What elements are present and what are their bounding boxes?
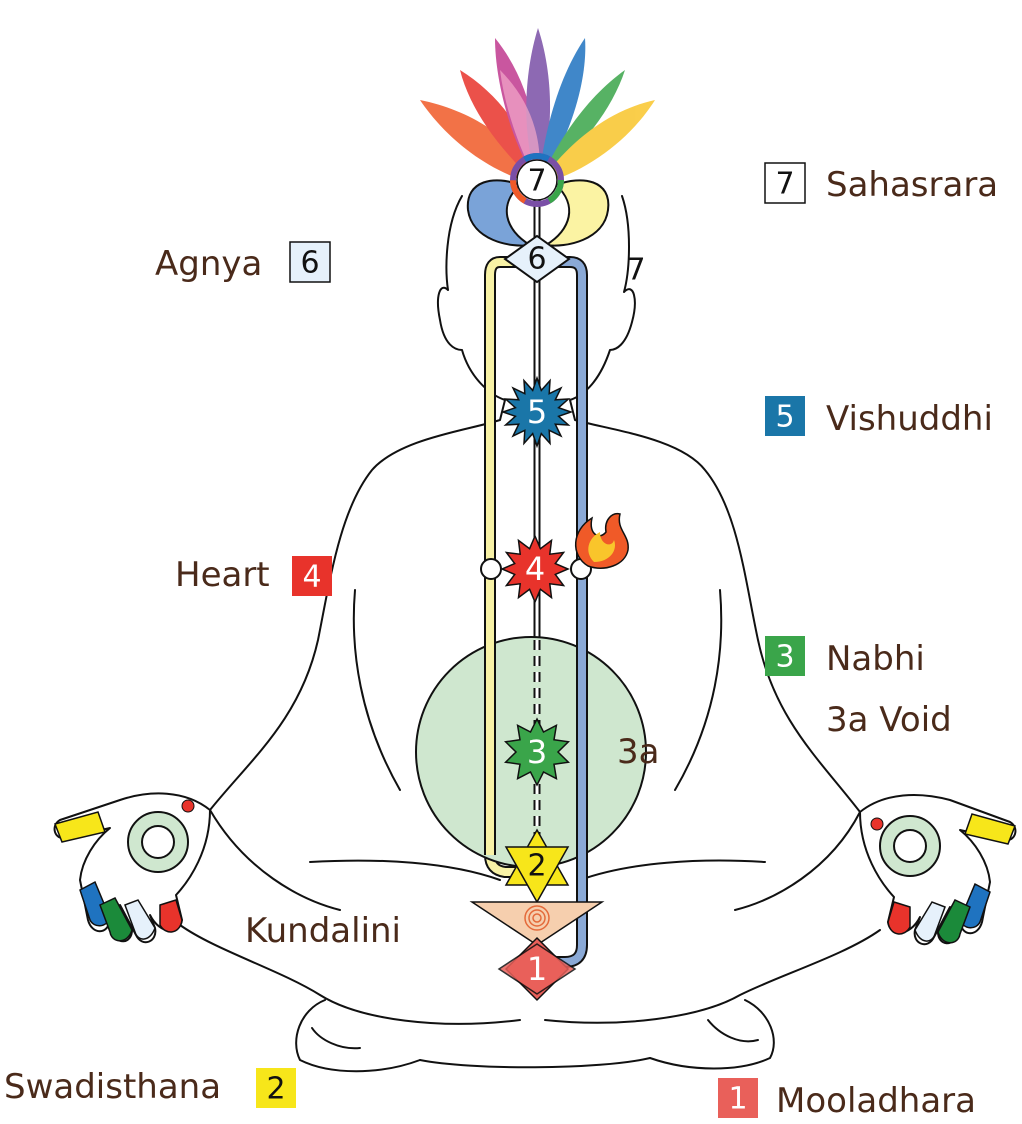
flame-icon [574, 512, 629, 569]
kundalini-triangle [469, 901, 605, 946]
spiral-icon [524, 905, 550, 931]
right-hand-icon [859, 794, 1017, 946]
chakra-3-nabhi: 3 [503, 717, 571, 787]
svg-text:5: 5 [527, 393, 547, 431]
chakra-1-mooladhara: 1 [497, 936, 577, 1002]
label-nabhi: 3 Nabhi [765, 636, 925, 679]
label-agnya: Agnya 6 [155, 241, 331, 284]
chakra-6-agnya: 6 [503, 234, 571, 284]
svg-text:2: 2 [527, 849, 546, 884]
svg-text:Vishuddhi: Vishuddhi [826, 399, 993, 439]
label-heart: Heart 4 [175, 555, 332, 596]
label-swadisthana: Swadisthana 2 [4, 1067, 296, 1108]
svg-text:4: 4 [302, 560, 321, 595]
void-inner-label: 3a [617, 732, 659, 772]
chakra-2-swadisthana: 2 [504, 828, 570, 904]
svg-text:Sahasrara: Sahasrara [826, 165, 998, 205]
svg-text:Nabhi: Nabhi [826, 639, 925, 679]
svg-text:Swadisthana: Swadisthana [4, 1067, 221, 1107]
chakra-4-heart: 4 [480, 534, 592, 604]
left-hand-icon [53, 792, 211, 944]
svg-text:3: 3 [775, 640, 794, 675]
svg-text:6: 6 [527, 242, 546, 277]
chakra-7-sahasrara: 7 [510, 153, 564, 207]
label-vishuddhi: 5 Vishuddhi [765, 396, 993, 439]
svg-text:1: 1 [527, 950, 547, 988]
label-sahasrara: 7 Sahasrara [764, 162, 998, 205]
right-seven-label: 7 [626, 253, 645, 288]
svg-text:2: 2 [266, 1072, 285, 1107]
svg-text:1: 1 [728, 1082, 747, 1117]
svg-text:Agnya: Agnya [155, 244, 262, 284]
label-mooladhara: 1 Mooladhara [718, 1078, 976, 1121]
svg-text:7: 7 [775, 167, 794, 202]
svg-text:7: 7 [527, 164, 546, 199]
label-kundalini: Kundalini [245, 911, 401, 951]
svg-text:6: 6 [300, 246, 319, 281]
svg-text:4: 4 [525, 550, 545, 588]
chakra-5-vishuddhi: 5 [500, 375, 574, 449]
svg-text:5: 5 [775, 400, 794, 435]
body-outline [179, 195, 881, 1073]
svg-text:3: 3 [527, 733, 547, 771]
svg-text:Mooladhara: Mooladhara [776, 1081, 976, 1121]
left-heart-node [480, 558, 502, 580]
label-void: 3a Void [826, 700, 952, 740]
svg-text:Heart: Heart [175, 555, 270, 595]
